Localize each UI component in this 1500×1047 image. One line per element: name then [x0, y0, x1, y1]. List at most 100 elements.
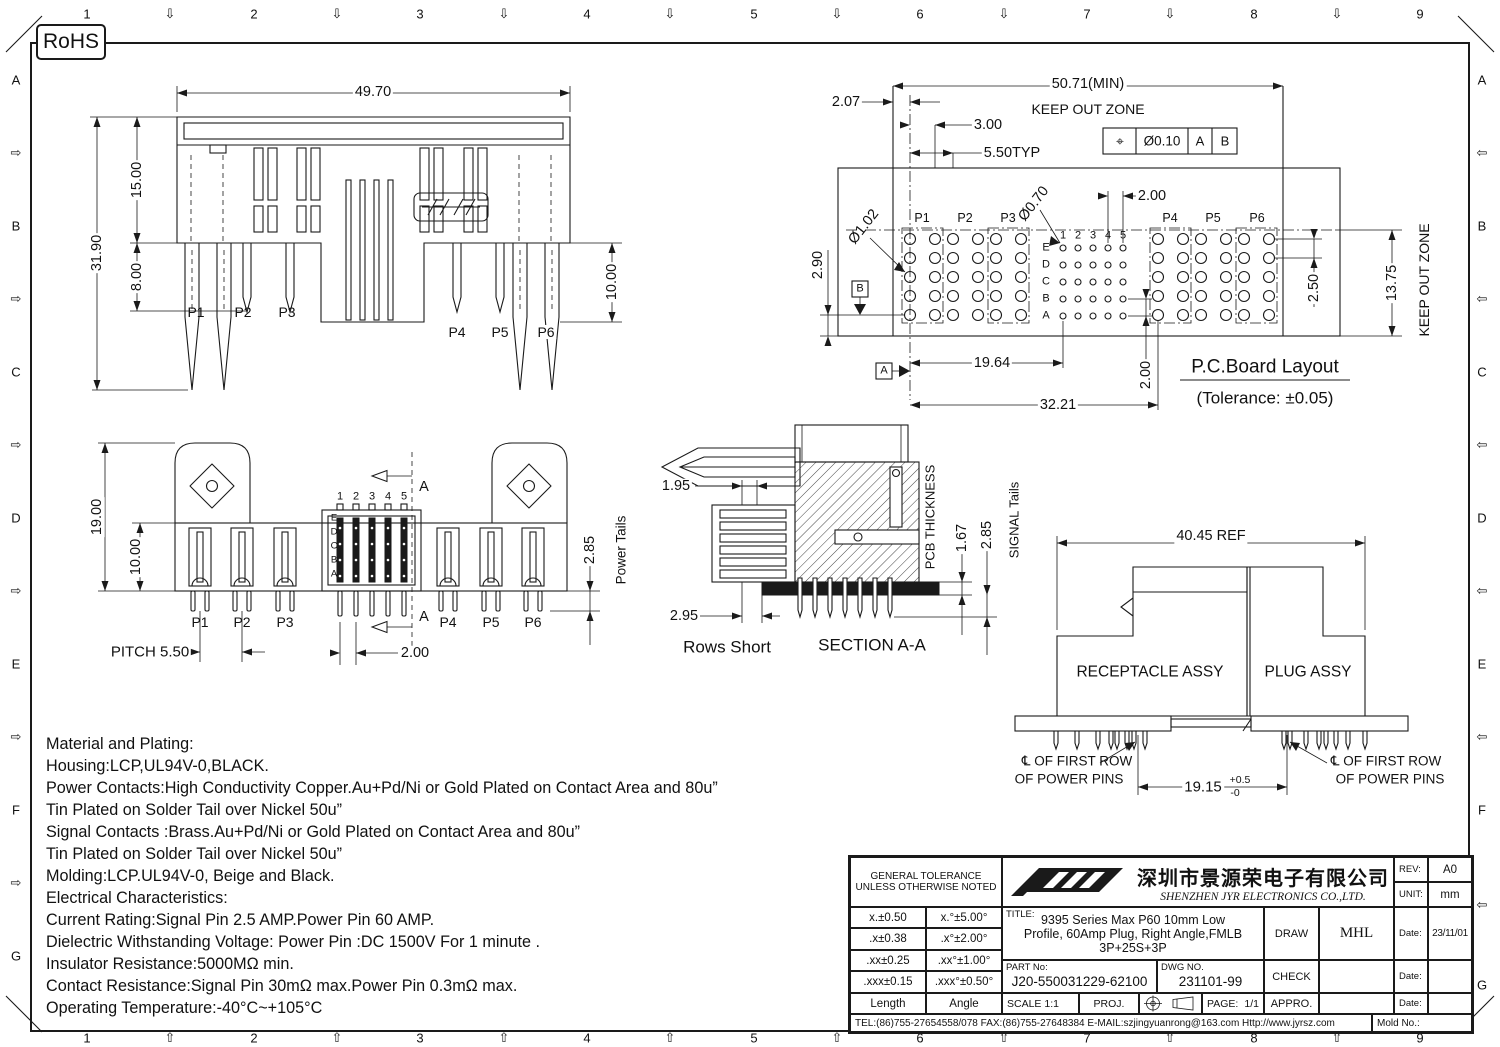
pcb-col-label: 5 [1119, 229, 1127, 242]
fold-arrow-icon: ⇦ [1476, 145, 1488, 160]
bottom-col-label: 1 [336, 490, 344, 503]
draw-label: DRAW [1264, 907, 1319, 960]
fold-arrow-icon: ⇦ [1476, 437, 1488, 452]
front-view-drawing [90, 86, 622, 391]
dim-bottom-signal: 2.00 [398, 644, 432, 661]
dim-mated-ref: 40.45 REF [1174, 527, 1248, 544]
date-label: Date: [1394, 907, 1428, 960]
zone-col: 3 [416, 6, 424, 22]
fold-arrow-icon: ⇩ [998, 6, 1010, 21]
mated-view-drawing [1014, 536, 1409, 795]
fold-arrow-icon: ⇩ [664, 6, 676, 21]
zone-row: F [12, 802, 20, 818]
fold-arrow-icon: ⇨ [10, 291, 22, 306]
zone-row: D [1477, 510, 1487, 526]
dim-section-bottom: 2.95 [667, 607, 701, 624]
zone-col: 2 [250, 6, 258, 22]
date-label: Date: [1394, 960, 1428, 993]
bottom-row-label: D [330, 526, 338, 538]
dim-signal-pitch: 2.00 [1135, 187, 1169, 204]
fold-arrow-icon: ⇨ [10, 729, 22, 744]
fold-arrow-icon: ⇦ [1476, 897, 1488, 912]
front-pin-label: P3 [278, 304, 296, 320]
pcb-pin-label: P1 [914, 210, 930, 225]
fold-arrow-icon: ⇧ [831, 1030, 843, 1045]
appro-value [1319, 993, 1394, 1014]
tol-cell: .xx±0.25 [850, 950, 926, 971]
fold-arrow-icon: ⇩ [164, 6, 176, 21]
dim-keepout-height: 13.75 [1383, 262, 1400, 304]
dim-signal-row: 2.00 [1137, 358, 1154, 392]
note-line: Power Contacts:High Conductivity Copper.… [46, 778, 718, 797]
zone-col: 5 [750, 6, 758, 22]
unit-label: UNIT: [1394, 882, 1428, 907]
fold-arrow-icon: ⇦ [1476, 291, 1488, 306]
bottom-pin-label: P2 [233, 614, 251, 630]
note-line: Housing:LCP,UL94V-0,BLACK. [46, 756, 269, 775]
check-label: CHECK [1264, 960, 1319, 993]
dim-power-power: 32.21 [1037, 396, 1079, 413]
power-holes [903, 232, 1276, 322]
dim-front-body-height: 15.00 [128, 159, 145, 201]
bottom-col-label: 2 [352, 490, 360, 503]
title-block: GENERAL TOLERANCE UNLESS OTHERWISE NOTED… [848, 855, 1474, 1034]
rows-short-label: Rows Short [683, 637, 771, 657]
pcb-pin-label: P3 [1000, 210, 1016, 225]
rohs-badge: RoHS [36, 24, 106, 60]
pcb-row-label: A [1042, 309, 1050, 322]
tol-cell: x.°±5.00° [926, 907, 1002, 928]
bottom-pin-label: P4 [439, 614, 457, 630]
front-pin-label: P5 [491, 324, 509, 340]
receptacle-assy-label: RECEPTACLE ASSY [1076, 663, 1224, 681]
drawing-title-line1: 9395 Series Max P60 10mm Low [1040, 912, 1226, 927]
zone-row: F [1478, 802, 1486, 818]
dim-pitch-typ: 5.50TYP [981, 144, 1043, 161]
general-tolerance-line2: UNLESS OTHERWISE NOTED [855, 882, 997, 893]
pcb-layout-title: P.C.Board Layout [1191, 356, 1339, 378]
dim-section-top: 1.95 [659, 477, 693, 494]
company-name-en: SHENZHEN JYR ELECTRONICS CO.,LTD. [1160, 890, 1366, 903]
pcb-col-label: 1 [1059, 229, 1067, 242]
fold-arrow-icon: ⇧ [164, 1030, 176, 1045]
unit-value: mm [1428, 882, 1472, 907]
dim-front-pin-length: 8.00 [128, 260, 145, 294]
zone-col: 8 [1250, 1030, 1258, 1046]
check-date [1428, 960, 1472, 993]
zone-col: 9 [1416, 6, 1424, 22]
dim-signal-tail: 2.85 [978, 518, 995, 552]
tol-cell: .xxx°±0.50° [926, 971, 1002, 993]
bottom-col-label: 3 [368, 490, 376, 503]
drawing-title-line3: 3P+25S+3P [1099, 940, 1167, 955]
drawing-title-line2: Profile, 60Amp Plug, Right Angle,FMLB [1023, 926, 1243, 941]
tol-cell: .x°±2.00° [926, 928, 1002, 950]
dim-tol-minus: -0 [1230, 786, 1240, 799]
dim-col: 3.00 [971, 116, 1005, 133]
rev-label: REV: [1394, 857, 1428, 882]
third-angle-projection-icon [1143, 995, 1193, 1012]
scale-cell: SCALE 1:1 [1002, 993, 1079, 1014]
draw-value: MHL [1319, 907, 1394, 960]
signal-block [321, 503, 422, 592]
datum-a-flag [875, 362, 910, 380]
note-line: Electrical Characteristics: [46, 888, 228, 907]
datum-b-letter: B [856, 282, 864, 295]
centerline-note: OF POWER PINS [1014, 771, 1124, 787]
fcf-tolerance: Ø0.10 [1143, 133, 1181, 149]
tol-cell: .xxx±0.15 [850, 971, 926, 993]
rev-value: A0 [1428, 857, 1472, 882]
dim-keepout-width: 50.71(MIN) [1049, 75, 1127, 92]
dwg-no-label: DWG NO. [1161, 962, 1204, 973]
zone-row: C [1477, 364, 1487, 380]
fold-arrow-icon: ⇧ [664, 1030, 676, 1045]
mated-pins [1053, 731, 1368, 751]
tol-cell: .x±0.38 [850, 928, 926, 950]
zone-row: G [10, 948, 22, 964]
fcf-datum-b: B [1220, 133, 1230, 149]
dim-power-signal: 19.64 [971, 354, 1013, 371]
pcb-pin-label: P6 [1249, 210, 1265, 225]
fold-arrow-icon: ⇩ [1331, 6, 1343, 21]
pcb-pin-label: P5 [1205, 210, 1221, 225]
pcb-col-label: 2 [1074, 229, 1082, 242]
